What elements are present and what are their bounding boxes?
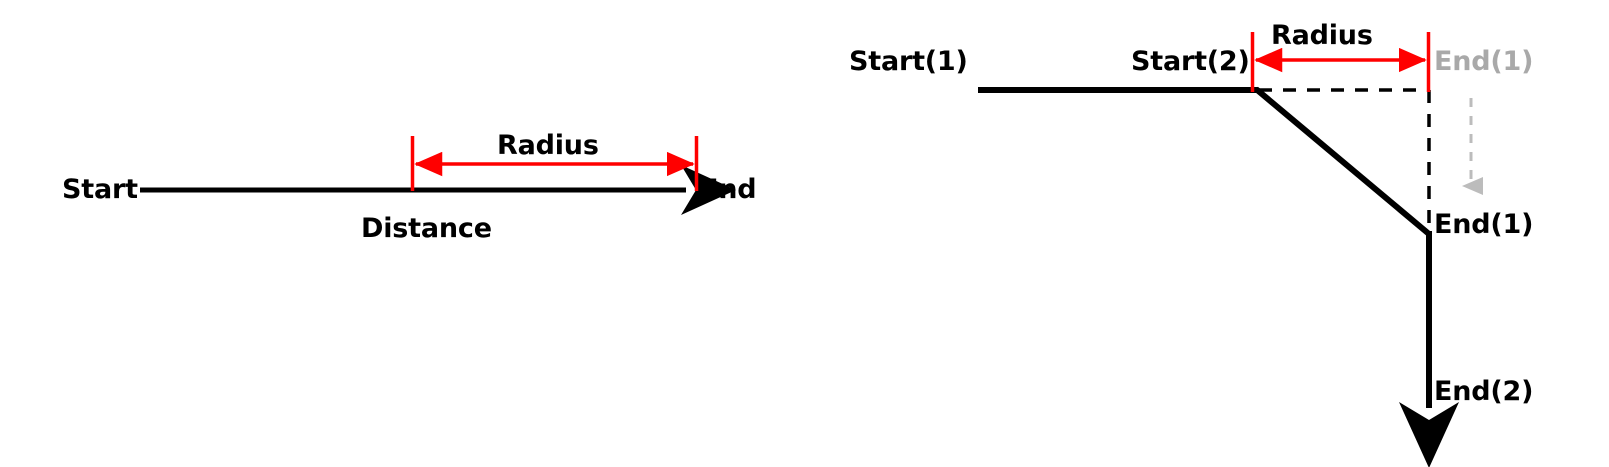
label-distance: Distance [361, 213, 492, 244]
label-start-1: Start(1) [849, 46, 968, 77]
right-segment-diagonal [1254, 86, 1431, 237]
right-panel-graphics [978, 32, 1483, 467]
label-end-1-ghost: End(1) [1434, 46, 1534, 77]
label-start-2: Start(2) [1131, 46, 1250, 77]
label-end-1: End(1) [1434, 209, 1534, 240]
left-panel-graphics [140, 136, 736, 215]
label-radius-right: Radius [1271, 20, 1373, 51]
label-end: End [700, 174, 757, 205]
label-start: Start [62, 174, 138, 205]
label-end-2: End(2) [1434, 376, 1534, 407]
label-radius-left: Radius [497, 130, 599, 161]
